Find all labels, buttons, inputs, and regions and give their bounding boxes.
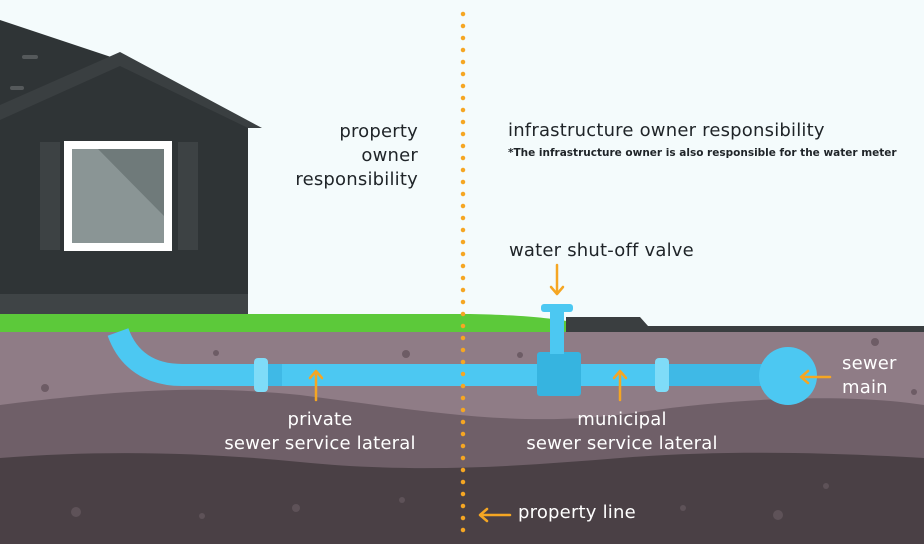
private-pipe-shade — [268, 364, 282, 386]
water-meter-box — [537, 352, 581, 396]
pointer-arrows — [308, 263, 832, 523]
property-line-label: property line — [518, 502, 636, 523]
house-foundation — [0, 294, 248, 316]
private-lateral-line-2: sewer service lateral — [224, 433, 416, 454]
pebble — [911, 389, 917, 395]
shutoff-valve-arrow — [549, 263, 565, 296]
property-line-arrow — [478, 507, 512, 523]
soil-pebbles — [41, 338, 917, 395]
right-shutter — [178, 142, 198, 250]
pipe-shade-right — [668, 364, 788, 386]
pebble — [517, 352, 523, 358]
municipal-pipe-coupling — [655, 358, 669, 392]
municipal-lateral-arrow — [612, 369, 628, 402]
shutoff-valve-handle — [541, 304, 573, 312]
pavement — [566, 317, 924, 332]
sewer-main-label: sewer main — [842, 352, 897, 400]
municipal-lateral-label: municipal sewer service lateral — [514, 408, 730, 456]
pebble — [680, 505, 686, 511]
water-meter-note: *The infrastructure owner is also respon… — [508, 147, 897, 159]
house — [0, 20, 262, 316]
private-lateral-line-1: private — [287, 409, 353, 430]
private-lateral-pipe — [107, 327, 790, 386]
deep-soil-pebbles — [71, 483, 829, 520]
grass — [0, 314, 572, 332]
pebble — [823, 483, 829, 489]
sewer-main-line-1: sewer — [842, 353, 897, 374]
pebble — [71, 507, 81, 517]
soil-deep-layer — [0, 452, 924, 544]
window-reflection — [98, 149, 164, 216]
private-pipe-coupling — [254, 358, 268, 392]
property-owner-line-2: owner — [361, 145, 418, 166]
pebble — [199, 513, 205, 519]
pebble — [871, 338, 879, 346]
property-owner-line-3: responsibility — [295, 169, 418, 190]
municipal-lateral-line-2: sewer service lateral — [526, 433, 718, 454]
private-lateral-label: private sewer service lateral — [212, 408, 428, 456]
sewer-main-pipe — [759, 347, 817, 405]
infrastructure-owner-responsibility-label: infrastructure owner responsibility — [508, 120, 825, 141]
shutoff-valve-label: water shut-off valve — [509, 240, 694, 261]
pebble — [402, 350, 410, 358]
private-lateral-arrow — [308, 369, 324, 402]
property-owner-responsibility-label: property owner responsibility — [295, 120, 418, 192]
pebble — [399, 497, 405, 503]
property-owner-line-1: property — [339, 121, 418, 142]
municipal-lateral-line-1: municipal — [577, 409, 667, 430]
pebble — [41, 384, 49, 392]
sewer-main-line-2: main — [842, 377, 888, 398]
pebble — [773, 510, 783, 520]
sewer-pipe — [107, 304, 817, 405]
left-shutter — [40, 142, 60, 250]
pebble — [292, 504, 300, 512]
house-roof — [0, 52, 262, 128]
sewer-main-arrow — [799, 369, 832, 385]
pebble — [213, 350, 219, 356]
shutoff-valve-stem — [550, 310, 564, 354]
